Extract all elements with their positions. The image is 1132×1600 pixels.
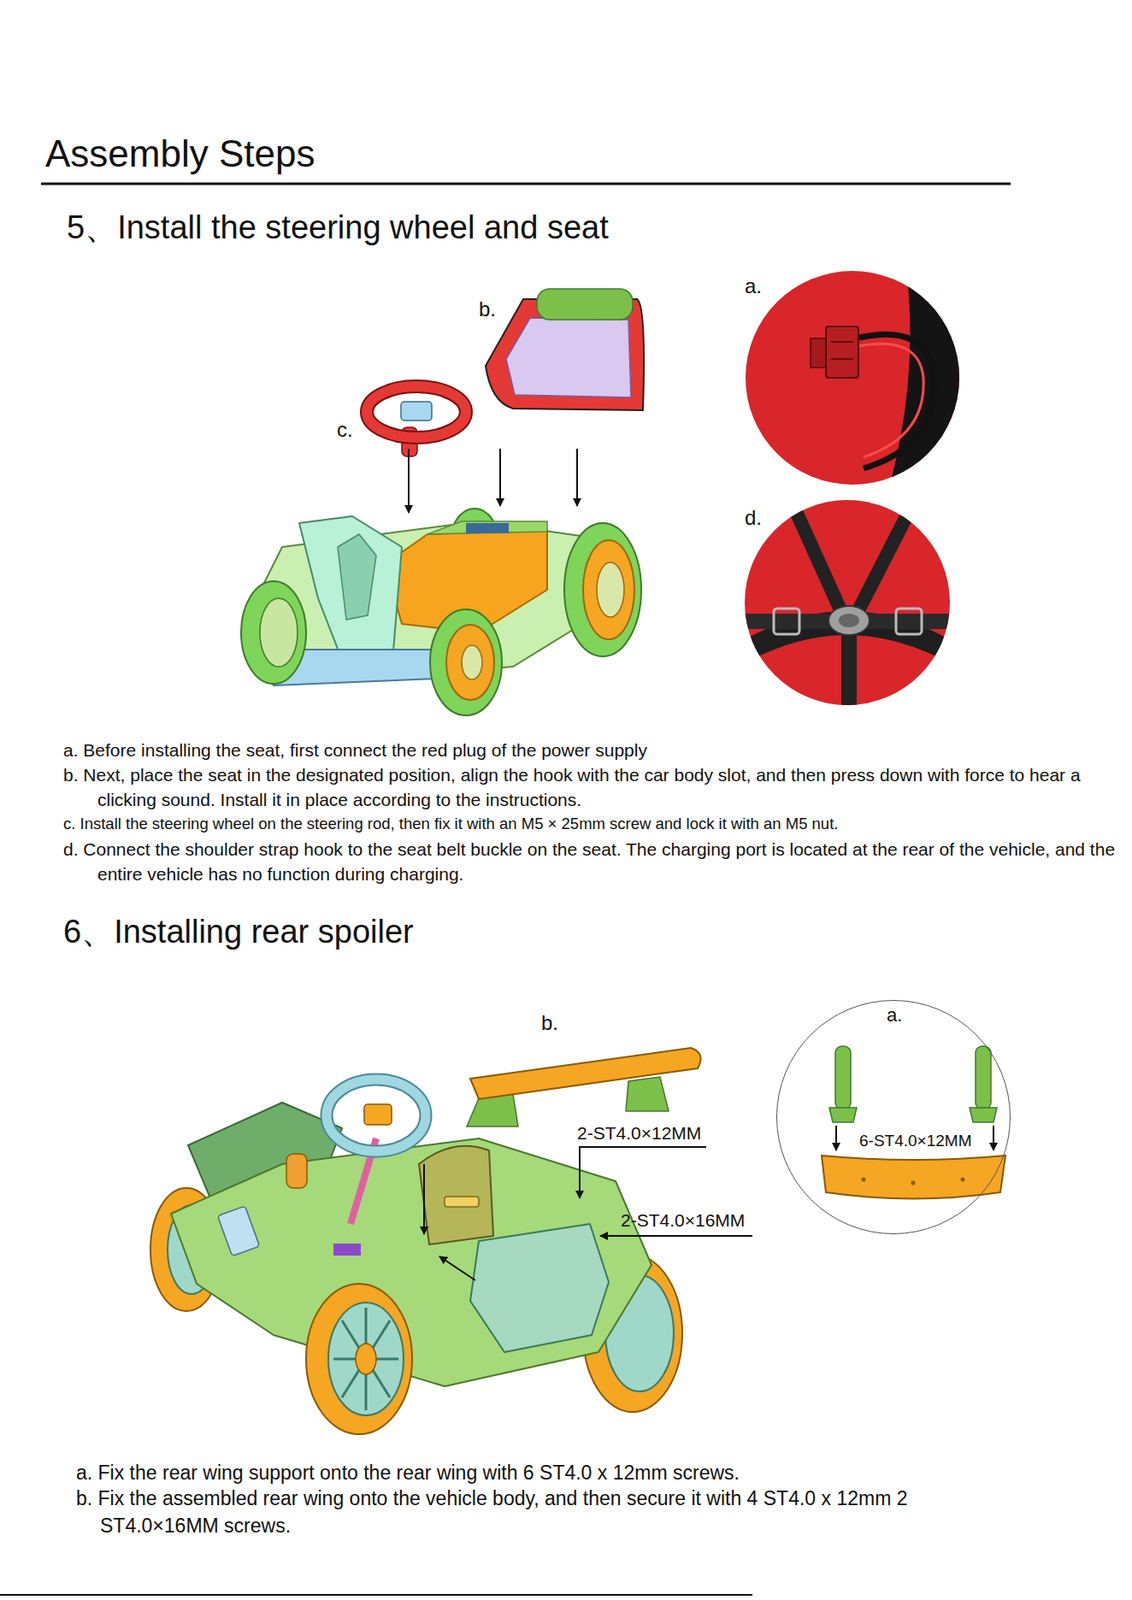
callout-letter: b. (478, 294, 496, 324)
instruction-text: b. Next, place the seat in the designate… (63, 763, 1103, 814)
rear-spoiler (466, 1048, 702, 1127)
instruction-text: b. Fix the assembled rear wing onto the … (76, 1485, 1030, 1540)
detail-circle: a. 6-ST4.0×12MM (776, 1000, 1011, 1235)
plug-detail (743, 269, 962, 488)
screw-spec: 6-ST4.0×12MM (859, 1130, 972, 1153)
instruction-text: d. Connect the shoulder strap hook to th… (63, 837, 1124, 888)
spoiler-detail (821, 1046, 1006, 1200)
instruction-text: a. Fix the rear wing support onto the re… (76, 1460, 1103, 1488)
belt-detail (742, 497, 953, 708)
callout-letter: a. (886, 1002, 903, 1029)
callout-letter: b. (541, 1008, 559, 1038)
seat-step5 (485, 288, 644, 411)
install-arrows-step5 (408, 448, 578, 513)
leader-lines-step6 (424, 1147, 753, 1281)
instruction-text: c. Install the steering wheel on the ste… (63, 813, 1128, 836)
screw-spec: 2-ST4.0×16MM (620, 1208, 745, 1234)
callout-letter: c. (336, 415, 354, 444)
step-heading: 6、Installing rear spoiler (63, 909, 414, 955)
callout-letter: d. (744, 503, 762, 532)
page-title: Assembly Steps (45, 128, 315, 181)
step-heading: 5、Install the steering wheel and seat (66, 205, 609, 250)
callout-letter: a. (744, 271, 762, 301)
steering-wheel-step5 (366, 386, 466, 457)
kart-step5 (241, 508, 642, 716)
rule-lines (0, 183, 1011, 1596)
instruction-text: a. Before installing the seat, first con… (63, 738, 1124, 764)
screw-spec: 2-ST4.0×12MM (577, 1121, 702, 1147)
